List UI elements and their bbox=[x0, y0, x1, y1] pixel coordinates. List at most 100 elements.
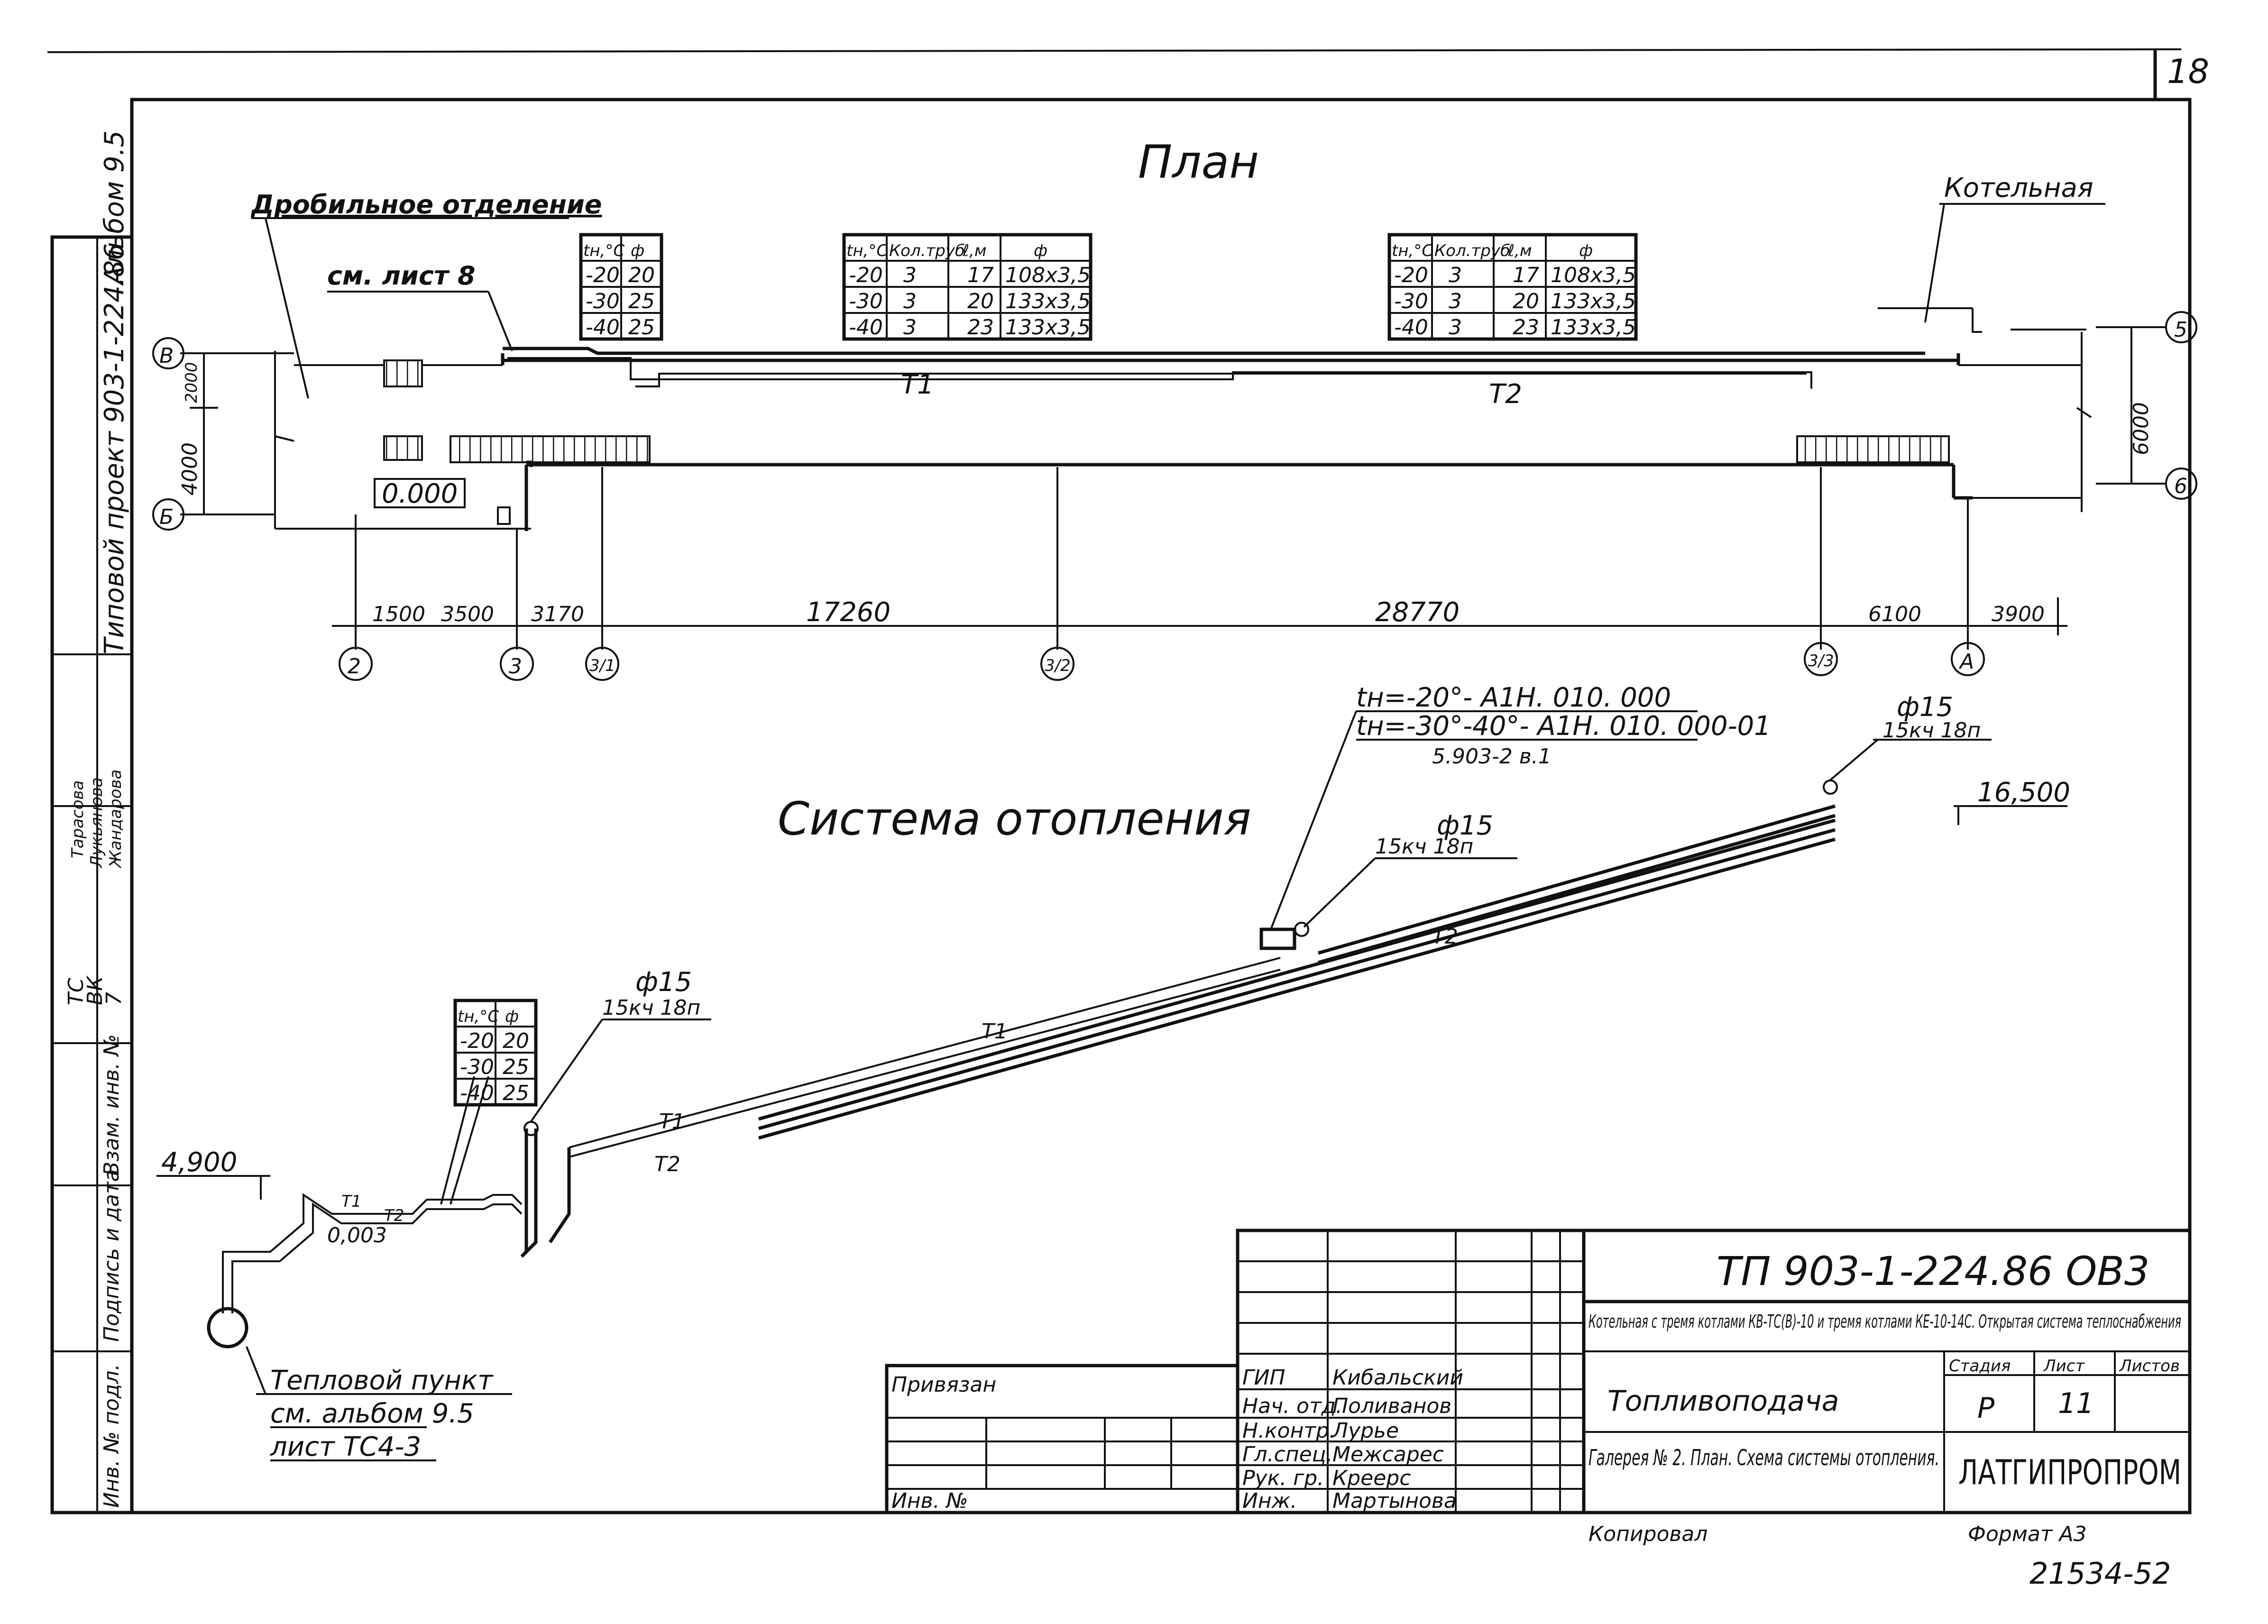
album-label: Альбом 9.5 bbox=[99, 130, 130, 286]
sys-pipe-t2-c: Т2 bbox=[384, 1206, 404, 1225]
valve-mid-dia: ф15 bbox=[1437, 810, 1493, 841]
plan-table-small: tн,°С ф -20 20 -30 25 -40 25 bbox=[579, 233, 663, 341]
table-cell-text: -40 bbox=[460, 1081, 494, 1105]
dim-h-17260: 17260 bbox=[806, 597, 891, 628]
table-cell-text: 25 bbox=[503, 1055, 529, 1079]
table-cell-text: ℓ,м bbox=[1507, 241, 1532, 260]
table-cell-text: ф bbox=[1034, 241, 1047, 260]
name-group: Креерс bbox=[1332, 1466, 1411, 1490]
table-cell-text: 20 bbox=[628, 263, 655, 287]
valve-top-icon bbox=[1823, 780, 1838, 795]
table-cell-text: -20 bbox=[460, 1029, 494, 1053]
table-cell-text: 108х3,5 bbox=[1551, 263, 1636, 287]
table-cell-text: -40 bbox=[1394, 315, 1428, 339]
stamp-label-inv: Инв. № подл. bbox=[100, 1364, 124, 1508]
table-cell-text: 3 bbox=[903, 315, 917, 339]
table-cell-text: 3 bbox=[903, 263, 917, 287]
doc-description: Котельная с тремя котлами КВ-ТС(В)-10 и … bbox=[1589, 1311, 2181, 1332]
axis-right-5: 5 bbox=[2174, 318, 2187, 342]
axis-bubble-3-1 bbox=[585, 647, 619, 681]
slope: 0,003 bbox=[327, 1223, 387, 1248]
axis-row-v: В bbox=[159, 344, 174, 368]
elev-low: 4,900 bbox=[161, 1147, 237, 1178]
table-cell-text: ф bbox=[1579, 241, 1593, 260]
valve-low-icon bbox=[523, 1121, 539, 1136]
table-cell-text: ф bbox=[505, 1007, 519, 1026]
name-head: Поливанов bbox=[1332, 1394, 1451, 1418]
table-cell-text: -20 bbox=[586, 263, 620, 287]
stamp-label-replace: Взам. инв. № bbox=[100, 1034, 124, 1176]
name-control: Лурье bbox=[1331, 1419, 1399, 1443]
sys-pipe-t1-b: Т1 bbox=[659, 1110, 685, 1134]
wall-hatch-2 bbox=[1796, 435, 1950, 463]
sys-pipe-t1-c: Т1 bbox=[341, 1192, 361, 1211]
stamp-label-sign: Подпись и дата bbox=[100, 1169, 124, 1342]
plan-walls bbox=[274, 332, 2092, 531]
mark-top-1: tн=-20°- А1Н. 010. 000 bbox=[1356, 682, 1671, 713]
dim-h-1500: 1500 bbox=[372, 602, 425, 626]
valve-top-dia: ф15 bbox=[1897, 692, 1953, 723]
sys-pipe-t2-b: Т2 bbox=[654, 1152, 680, 1176]
table-cell-text: tн,°С bbox=[583, 241, 624, 260]
inv-label: Инв. № bbox=[891, 1489, 968, 1513]
system-pipes bbox=[222, 804, 1836, 1313]
heat-point-2: см. альбом 9.5 bbox=[270, 1398, 474, 1429]
axis-bubble-3-3 bbox=[1804, 642, 1838, 676]
format-label: Формат А3 bbox=[1968, 1522, 2087, 1546]
wall-hatch-4 bbox=[383, 435, 423, 461]
table-cell-text: 3 bbox=[1449, 263, 1462, 287]
axis-bubble-6 bbox=[2165, 468, 2197, 500]
building-name: Топливоподача bbox=[1607, 1385, 1839, 1418]
heat-point-symbol bbox=[207, 1307, 248, 1349]
copied-label: Копировал bbox=[1589, 1522, 1708, 1546]
wall-hatch-1 bbox=[450, 435, 651, 463]
table-cell-text: 133х3,5 bbox=[1551, 289, 1636, 313]
dim-h-3170: 3170 bbox=[531, 602, 584, 626]
dim-line bbox=[332, 467, 2067, 650]
dim-v-4000: 4000 bbox=[178, 442, 202, 495]
axis-right-6: 6 bbox=[2174, 474, 2187, 498]
table-cell-text: Кол.труб bbox=[1434, 241, 1510, 260]
label-see-sheet-8: см. лист 8 bbox=[327, 261, 476, 291]
label-boiler-room: Котельная bbox=[1944, 173, 2094, 203]
axis-bubble-v bbox=[152, 337, 184, 369]
table-cell-text: 133х3,5 bbox=[1551, 315, 1636, 339]
system-leaders bbox=[156, 710, 2067, 1395]
table-cell-text: 17 bbox=[1513, 263, 1539, 287]
dim-h-28770: 28770 bbox=[1375, 597, 1460, 628]
stamp-cell-3: 7 bbox=[102, 992, 126, 1005]
table-cell-text: tн,°С bbox=[458, 1007, 499, 1026]
elev-top: 16,500 bbox=[1977, 777, 2070, 808]
axis-col-3: 3 bbox=[509, 654, 522, 679]
table-cell-text: 3 bbox=[1449, 289, 1462, 313]
stamp-name-3: Жандарова bbox=[106, 770, 125, 869]
name-chief: Межсарес bbox=[1332, 1442, 1444, 1467]
table-cell-text: 25 bbox=[628, 289, 655, 313]
table-cell-text: -40 bbox=[586, 315, 620, 339]
dim-h-6100: 6100 bbox=[1868, 602, 1921, 626]
mark-top-2: tн=-30°-40°- А1Н. 010. 000-01 bbox=[1356, 711, 1771, 742]
sys-pipe-t1-a: Т1 bbox=[982, 1019, 1008, 1044]
dim-v-6000: 6000 bbox=[2129, 402, 2153, 455]
axis-bubble-a bbox=[1951, 642, 1985, 676]
table-cell-text: 23 bbox=[967, 315, 994, 339]
sheet-header: Лист bbox=[2043, 1357, 2085, 1376]
table-cell-text: ф bbox=[631, 241, 644, 260]
table-cell-text: 20 bbox=[503, 1029, 529, 1053]
sheet-value: 11 bbox=[2058, 1387, 2094, 1420]
table-cell-text: 133х3,5 bbox=[1005, 315, 1091, 339]
axis-col-3-1: 3/1 bbox=[589, 656, 615, 675]
valve-mid-code: 15кч 18п bbox=[1375, 835, 1473, 859]
table-cell-text: 3 bbox=[903, 289, 917, 313]
elevation-0: 0.000 bbox=[382, 478, 458, 509]
table-cell-text: -30 bbox=[1394, 289, 1428, 313]
table-cell-text: -40 bbox=[849, 315, 883, 339]
name-gip: Кибальский bbox=[1332, 1366, 1463, 1390]
table-cell-text: 108х3,5 bbox=[1005, 263, 1091, 287]
table-cell-text: tн,°С bbox=[846, 241, 888, 260]
plan-table-right: tн,°С Кол.труб ℓ,м ф -20 3 17 108х3,5 -3… bbox=[1387, 233, 1638, 341]
sys-pipe-t2-a: Т2 bbox=[1432, 925, 1458, 949]
role-gip: ГИП bbox=[1242, 1366, 1286, 1390]
plan-pipes bbox=[503, 307, 2086, 467]
table-cell-text: tн,°С bbox=[1392, 241, 1433, 260]
